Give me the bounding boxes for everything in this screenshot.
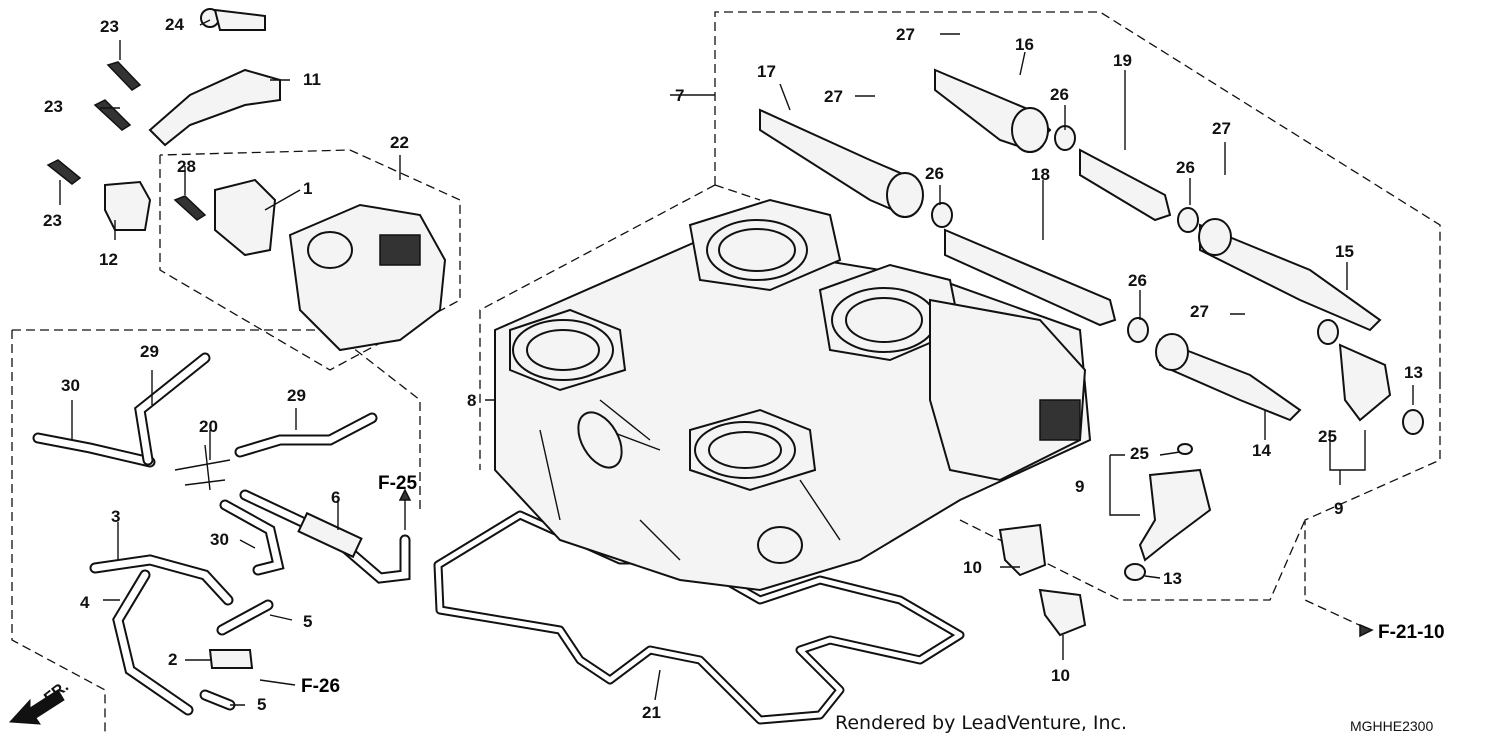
fuel-rail-assembly bbox=[759, 68, 1382, 422]
callout-13: 13 bbox=[1163, 569, 1182, 588]
callout-18: 18 bbox=[1031, 165, 1050, 184]
render-credit: Rendered by LeadVenture, Inc. bbox=[835, 712, 1128, 734]
callout-24: 24 bbox=[165, 15, 184, 34]
callout-20: 20 bbox=[199, 417, 218, 436]
outline-hose-group bbox=[11, 329, 421, 735]
callout-12: 12 bbox=[99, 250, 118, 269]
callout-16: 16 bbox=[1015, 35, 1034, 54]
callout-10: 10 bbox=[963, 558, 982, 577]
callout-29: 29 bbox=[140, 342, 159, 361]
callout-9: 9 bbox=[1334, 499, 1344, 518]
callout-22: 22 bbox=[390, 133, 409, 152]
callout-17: 17 bbox=[757, 62, 776, 81]
bracket-11 bbox=[148, 8, 281, 147]
callout-9: 9 bbox=[1075, 477, 1085, 496]
callout-30: 30 bbox=[210, 530, 229, 549]
callout-26: 26 bbox=[925, 164, 944, 183]
callout-14: 14 bbox=[1252, 441, 1271, 460]
callout-8: 8 bbox=[467, 391, 477, 410]
callout-27: 27 bbox=[824, 87, 843, 106]
sensor-unit-22 bbox=[214, 178, 447, 352]
callout-28: 28 bbox=[177, 157, 196, 176]
callout-25: 25 bbox=[1318, 427, 1337, 446]
hoses bbox=[32, 352, 411, 716]
callout-23: 23 bbox=[100, 17, 119, 36]
outline-throttle-body-group bbox=[479, 184, 761, 470]
callout-23: 23 bbox=[44, 97, 63, 116]
callout-7: 7 bbox=[675, 86, 685, 105]
outline-sensor-group bbox=[159, 149, 461, 371]
callout-29: 29 bbox=[287, 386, 306, 405]
callout-6: 6 bbox=[331, 488, 341, 507]
callout-4: 4 bbox=[80, 593, 90, 612]
leader-lines bbox=[59, 19, 1414, 706]
outline-fuel-rail-group bbox=[714, 11, 1441, 631]
callout-26: 26 bbox=[1050, 85, 1069, 104]
callout-11: 11 bbox=[303, 70, 321, 89]
bracket-12 bbox=[104, 180, 152, 231]
callout-26: 26 bbox=[1128, 271, 1147, 290]
callout-2: 2 bbox=[168, 650, 178, 669]
callout-25: 25 bbox=[1130, 444, 1149, 463]
injectors bbox=[1124, 343, 1424, 581]
callout-5: 5 bbox=[257, 695, 267, 714]
callout-15: 15 bbox=[1335, 242, 1354, 261]
callout-27: 27 bbox=[896, 25, 915, 44]
reference-f25: F-25 bbox=[378, 473, 418, 494]
callout-1: 1 bbox=[303, 179, 313, 198]
callout-10: 10 bbox=[1051, 666, 1070, 685]
clips-10 bbox=[998, 523, 1087, 637]
callout-30: 30 bbox=[61, 376, 80, 395]
callout-3: 3 bbox=[111, 507, 121, 526]
throttle-body-assembly bbox=[494, 198, 1092, 592]
reference-arrows bbox=[398, 488, 1374, 638]
callout-27: 27 bbox=[1190, 302, 1209, 321]
callout-13: 13 bbox=[1404, 363, 1423, 382]
callout-19: 19 bbox=[1113, 51, 1132, 70]
reference-f21-10: F-21-10 bbox=[1378, 622, 1445, 643]
diagram-code: MGHHE2300 bbox=[1350, 718, 1434, 734]
reference-f26: F-26 bbox=[301, 676, 341, 697]
callout-27: 27 bbox=[1212, 119, 1231, 138]
callout-5: 5 bbox=[303, 612, 313, 631]
front-direction-arrow bbox=[8, 689, 65, 725]
callout-21: 21 bbox=[642, 703, 661, 722]
group-outlines bbox=[11, 11, 1441, 735]
callout-23: 23 bbox=[43, 211, 62, 230]
callout-26: 26 bbox=[1176, 158, 1195, 177]
